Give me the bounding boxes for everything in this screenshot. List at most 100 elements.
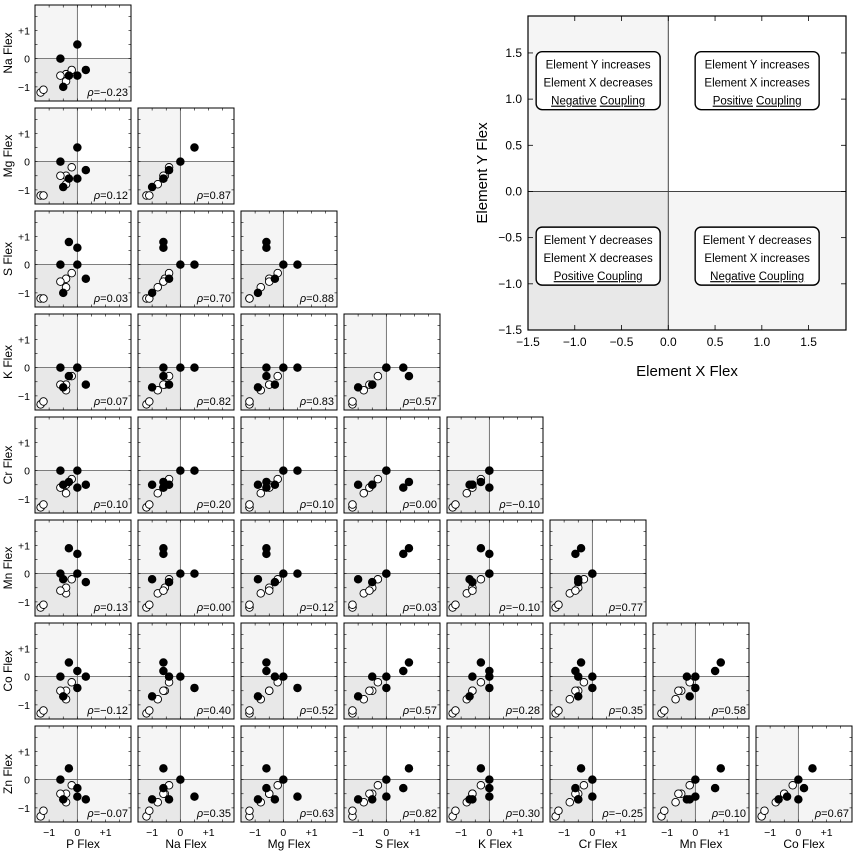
quadrant-shade-bottom-right [180,161,234,204]
data-point-open [373,678,383,687]
data-point-filled [159,666,168,676]
quadrant-shade-bottom-right [386,367,440,410]
y-tick-label: −1 [18,288,30,300]
data-point-filled [691,672,700,681]
data-point-filled [159,174,168,183]
data-point-filled [56,775,65,784]
data-point-open [56,586,65,595]
rho-label: ρ=0.87 [196,190,231,202]
column-axis-label: K Flex [478,837,512,851]
panel-frame [137,210,235,308]
data-point-filled [573,692,583,701]
data-point-filled [73,466,82,475]
data-point-filled [691,683,700,693]
data-point-filled [190,792,199,801]
data-point-open [39,600,48,609]
x-tick-label: +1 [203,827,215,839]
data-point-open [373,474,383,484]
data-point-filled [176,775,185,784]
data-point-open [462,488,472,498]
data-point-filled [56,54,65,63]
data-point-open [468,586,477,595]
data-point-filled [279,260,288,269]
rho-label: ρ=0.58 [711,705,746,717]
quadrant-shade-bottom-right [695,779,749,822]
data-point-filled [73,792,82,801]
data-point-open [56,71,65,80]
data-point-open [554,600,563,609]
x-tick-label: −1 [249,827,261,839]
panel-mn-vs-p: ρ=0.13−10+1 [18,519,132,617]
data-point-filled [353,795,363,804]
column-axis-label: Cr Flex [579,837,618,851]
panel-co-vs-cr: ρ=0.35 [549,622,647,720]
data-point-open [67,163,76,172]
quadrant-shade-top-left [550,623,593,677]
x-tick-label: −1 [558,827,570,839]
data-point-filled [588,775,597,784]
panel-frame [240,725,338,823]
data-point-filled [164,274,174,284]
data-point-filled [164,380,174,389]
x-tick-label: 0 [74,827,80,839]
quadrant-note-line: Element Y increases [546,60,651,72]
y-tick-label: +1 [18,231,30,243]
data-point-filled [799,783,809,793]
data-point-open [245,397,254,406]
panel-s-vs-mg: ρ=0.88 [240,210,338,308]
y-tick-label: 0 [24,466,30,478]
data-point-open [39,500,48,509]
panel-frame [34,416,132,514]
data-point-filled [485,549,494,559]
panel-mn-vs-na: ρ=0.00 [137,519,235,617]
quadrant-shade-top-left [35,211,78,265]
y-tick-label: +1 [18,540,30,552]
rho-label: ρ=−0.07 [86,808,128,820]
data-point-open [264,686,274,696]
data-point-filled [81,577,91,587]
data-point-filled [485,783,494,793]
data-point-filled [147,383,157,392]
data-point-filled [353,383,363,392]
legend-y-tick-label: 0.5 [505,138,522,152]
data-point-filled [64,371,74,381]
data-point-filled [176,260,185,269]
quadrant-shade-top-left [447,623,490,677]
data-point-open [565,694,575,704]
quadrant-shade-top-left [138,108,181,162]
legend-x-tick-label: −0.5 [610,335,634,349]
quadrant-shade-bottom-right [386,470,440,513]
quadrant-shade-top-left [653,726,696,780]
data-point-filled [147,480,157,490]
quadrant-shade-bottom-right [386,779,440,822]
panel-frame [343,416,441,514]
data-point-filled [81,672,91,681]
panel-frame [446,416,544,514]
legend-x-tick-label: −1.0 [563,335,587,349]
panel-frame [549,725,647,823]
panel-co-vs-mg: ρ=0.52 [240,622,338,720]
y-tick-label: 0 [24,569,30,581]
data-point-filled [81,480,91,490]
legend-y-tick-label: 0.0 [505,184,522,198]
data-point-open [67,678,76,687]
data-point-filled [576,658,586,667]
y-tick-label: −1 [18,185,30,197]
data-point-filled [794,775,803,784]
rho-label: ρ=0.00 [402,499,437,511]
panel-frame [34,725,132,823]
quadrant-note-coupling: Negative Coupling [710,271,804,283]
data-point-filled [190,569,199,578]
panel-co-vs-p: ρ=−0.12−10+1 [18,622,132,720]
quadrant-shade-top-left [138,623,181,677]
quadrant-note-line: Element Y increases [705,60,810,72]
data-point-open [159,586,168,595]
data-point-filled [468,795,477,804]
quadrant-shade-top-left [138,726,181,780]
panel-frame [240,622,338,720]
column-axis-label: Mg Flex [268,837,311,851]
rho-label: ρ=0.30 [505,808,540,820]
data-point-filled [176,157,185,166]
